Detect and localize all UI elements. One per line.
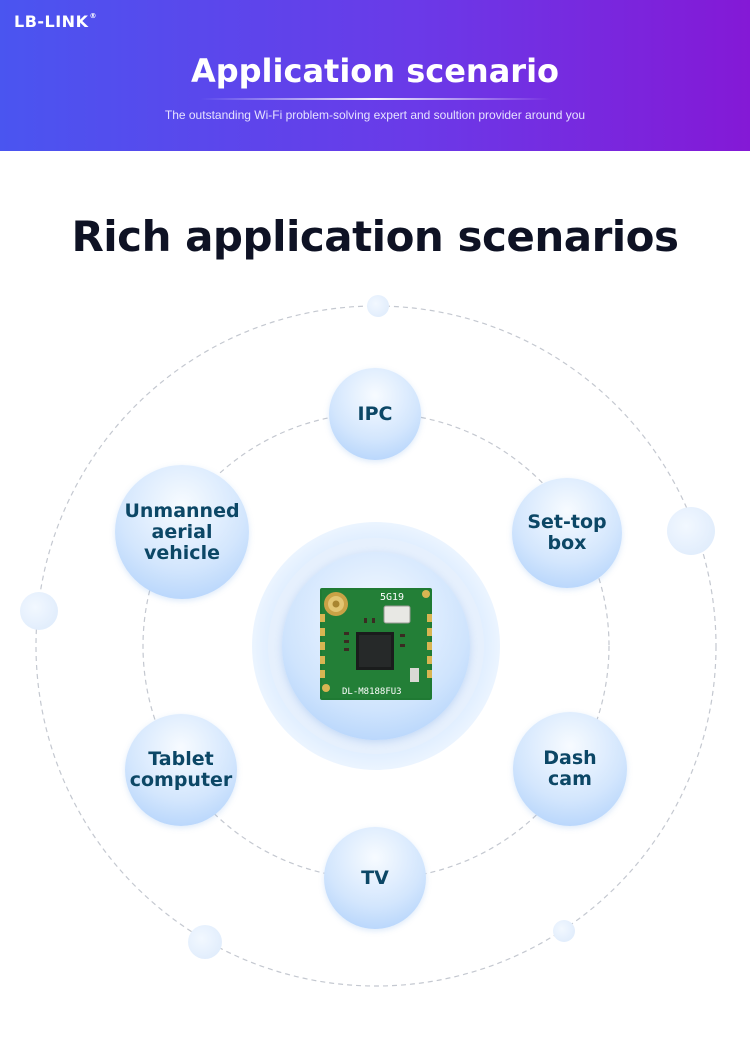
orbit-dot	[553, 920, 575, 942]
outer-orbit	[35, 305, 717, 987]
section-title: Rich application scenarios	[71, 212, 679, 261]
scenario-label: TV	[361, 866, 389, 889]
brand-logo-text: LB-LINK	[14, 12, 89, 31]
orbit-dot	[188, 925, 222, 959]
banner-divider	[200, 98, 550, 100]
orbit-dot	[20, 592, 58, 630]
module-model-label: DL-M8188FU3	[342, 687, 402, 697]
scenario-label: IPC	[357, 402, 393, 425]
scenario-tv[interactable]: TV	[324, 827, 426, 929]
registered-mark: ®	[89, 12, 97, 20]
wifi-module-image: 5G19 DL-M8188FU3	[320, 588, 432, 700]
orbit-dot	[667, 507, 715, 555]
orbit-dot	[367, 295, 389, 317]
brand-logo[interactable]: LB-LINK®	[14, 12, 97, 31]
header-banner: LB-LINK® Application scenario The outsta…	[0, 0, 750, 151]
scenario-ipc[interactable]: IPC	[329, 368, 421, 460]
module-top-label: 5G19	[380, 592, 404, 603]
banner-subtitle: The outstanding Wi-Fi problem-solving ex…	[164, 108, 586, 122]
banner-title: Application scenario	[190, 52, 560, 90]
inner-orbit	[142, 412, 610, 880]
